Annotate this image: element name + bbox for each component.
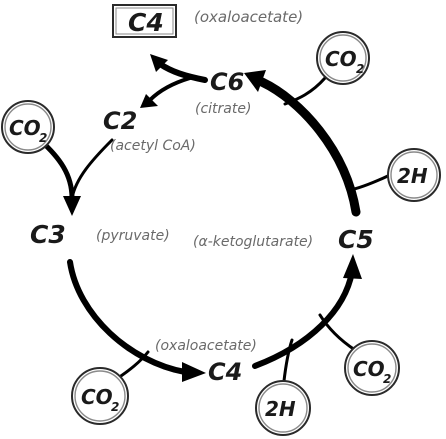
co2-circle-bottom-right: CO 2 <box>344 340 400 396</box>
branch-2h-right <box>348 173 392 192</box>
c2-note: (acetyl CoA) <box>110 138 196 154</box>
co2-circle-bottom-left: CO 2 <box>71 367 129 425</box>
branch-co2-bottom-right <box>318 313 357 352</box>
co2-text: CO <box>325 47 357 71</box>
h2-circle-bottom: 2H <box>255 380 311 436</box>
arrow-c6-to-c4-head <box>150 54 168 72</box>
arrow-c3-to-c4 <box>67 259 188 375</box>
arrow-co2-into-c3 <box>37 137 75 201</box>
co2-text: CO <box>353 357 385 381</box>
c4-bottom-label: C4 <box>208 358 242 386</box>
co2-subscript: 2 <box>111 400 119 414</box>
co2-circle-top-right: CO 2 <box>316 31 370 85</box>
c6-note: (citrate) <box>195 101 251 117</box>
branch-co2-top-right <box>283 76 327 106</box>
h2-text: 2H <box>265 397 296 421</box>
co2-text: CO <box>9 116 41 140</box>
c4-top-label: C4 <box>128 8 164 37</box>
h2-circle-right: 2H <box>387 148 441 202</box>
co2-circle-left: CO 2 <box>1 100 55 154</box>
c4-top-box <box>112 4 177 38</box>
arrow-into-c3-head <box>63 196 81 216</box>
c4-top-box-inner <box>115 7 174 35</box>
c2-label: C2 <box>103 107 137 135</box>
c3-note: (pyruvate) <box>96 228 170 244</box>
h2-text: 2H <box>397 164 428 188</box>
arrow-c2-into-c3 <box>70 138 114 200</box>
c6-label: C6 <box>210 68 244 96</box>
arrow-c5-to-c6-head <box>244 70 266 92</box>
c3-label: C3 <box>30 220 66 249</box>
co2-subscript: 2 <box>39 131 47 145</box>
arrow-c3-to-c4-head <box>182 362 206 382</box>
arrow-c4-to-c5 <box>252 269 355 369</box>
c4-bottom-note: (oxaloacetate) <box>155 338 257 354</box>
c5-note: (α-ketoglutarate) <box>193 234 313 250</box>
c4-top-note: (oxaloacetate) <box>194 8 303 26</box>
co2-subscript: 2 <box>383 372 391 386</box>
co2-text: CO <box>81 385 113 409</box>
co2-subscript: 2 <box>356 62 364 76</box>
c5-label: C5 <box>338 225 374 254</box>
arrow-c5-to-c6 <box>257 77 361 217</box>
arrow-c4-to-c5-head <box>343 254 362 279</box>
arrow-c6-to-c2 <box>148 76 192 102</box>
arrow-c6-to-c2-head <box>140 94 158 108</box>
arrow-c6-split <box>157 61 208 83</box>
